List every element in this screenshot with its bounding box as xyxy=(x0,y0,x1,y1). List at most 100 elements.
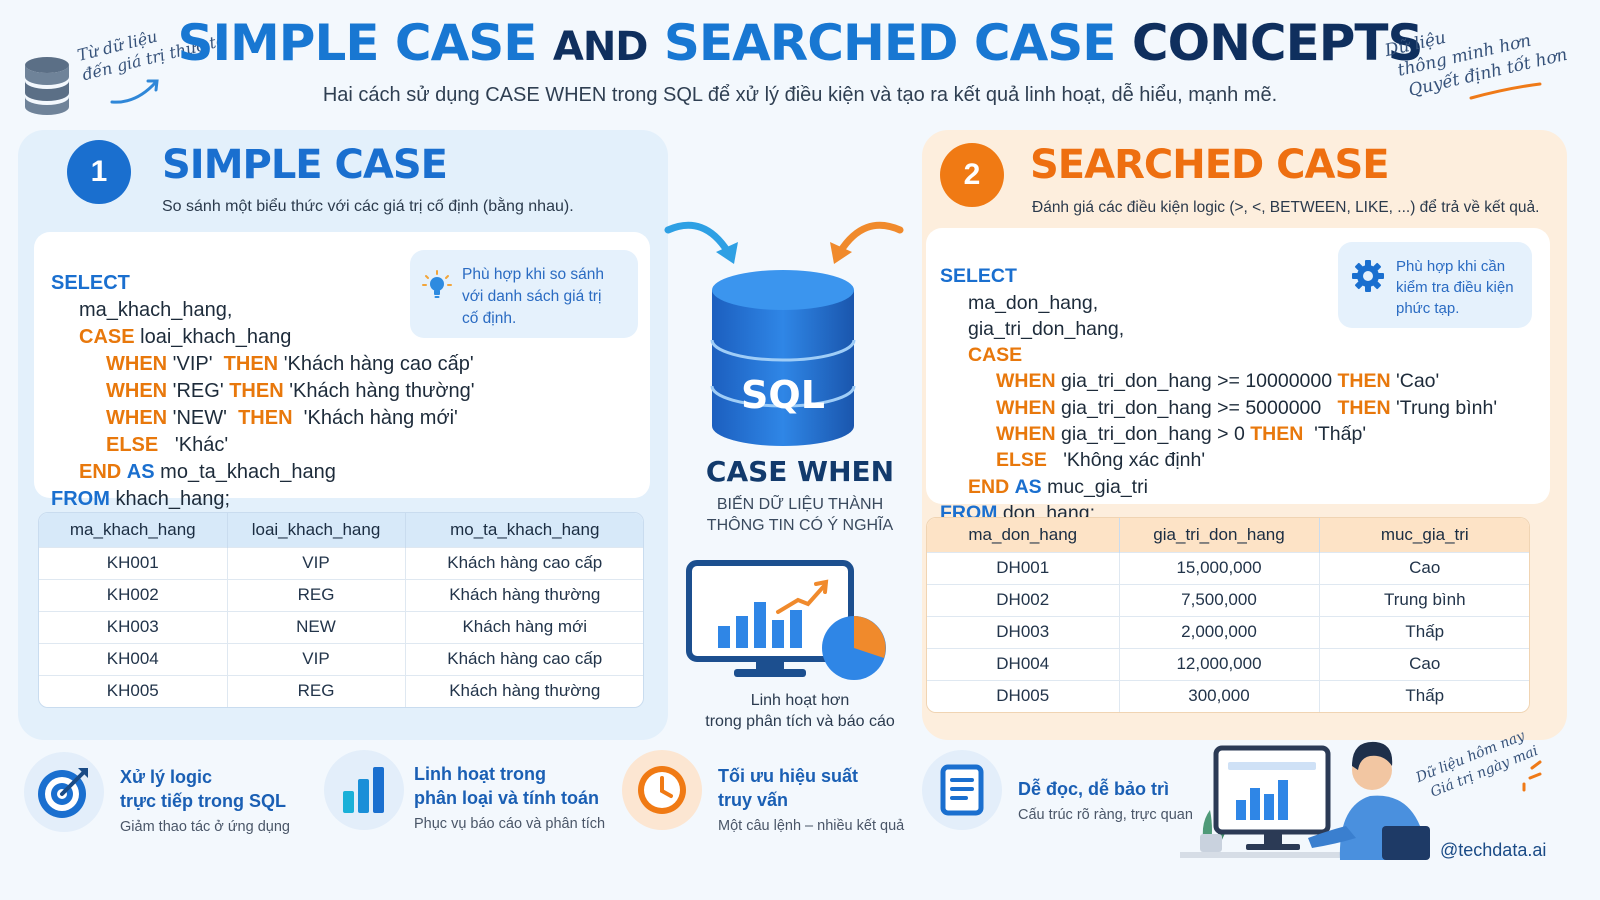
table-cell: Trung bình xyxy=(1319,583,1529,616)
kw-end: END xyxy=(968,475,1010,498)
bar-chart-icon xyxy=(343,767,384,813)
feature-desc: Một câu lệnh – nhiều kết quả xyxy=(718,818,905,834)
table-cell: Khách hàng mới xyxy=(405,610,643,643)
sparkle-lines-icon xyxy=(1522,760,1542,792)
searched-case-number-badge: 2 xyxy=(940,143,1004,207)
table-cell: 2,000,000 xyxy=(1119,615,1320,648)
table-cell: DH001 xyxy=(927,551,1120,584)
table-cell: DH003 xyxy=(927,615,1120,648)
kw-as: AS xyxy=(1014,475,1042,498)
table-cell: 300,000 xyxy=(1119,679,1320,712)
code-token: 'REG' xyxy=(172,380,224,402)
code-token: 'VIP' xyxy=(172,353,213,375)
page-title: SIMPLE CASE AND SEARCHED CASE CONCEPTS xyxy=(0,14,1600,72)
searched-case-desc: Đánh giá các điều kiện logic (>, <, BETW… xyxy=(1032,199,1540,216)
feature-icon-circle xyxy=(622,750,702,830)
table-cell: KH003 xyxy=(39,610,228,643)
kw-then: THEN xyxy=(1337,370,1391,393)
kw-when: WHEN xyxy=(996,370,1056,393)
kw-then: THEN xyxy=(229,380,284,402)
kw-then: THEN xyxy=(1250,423,1304,446)
case-when-desc: BIẾN DỮ LIỆU THÀNH THÔNG TIN CÓ Ý NGHĨA xyxy=(680,494,920,536)
table-cell: REG xyxy=(227,578,406,611)
table-cell: 15,000,000 xyxy=(1119,551,1320,584)
table-cell: KH005 xyxy=(39,674,228,707)
feature-title: Xử lý logic xyxy=(120,767,213,787)
kw-when: WHEN xyxy=(106,353,168,375)
case-desc-line: THÔNG TIN CÓ Ý NGHĨA xyxy=(706,517,894,534)
feature-title: Dễ đọc, dễ bảo trì xyxy=(1018,779,1170,799)
table-header: ma_khach_hang xyxy=(39,513,228,547)
code-token: 'Không xác định' xyxy=(1063,449,1206,472)
table-header: gia_tri_don_hang xyxy=(1119,518,1320,552)
kw-then: THEN xyxy=(1337,396,1391,419)
kw-from: FROM xyxy=(51,488,110,510)
kw-then: THEN xyxy=(238,407,293,429)
sql-label: SQL xyxy=(741,373,825,417)
table-cell: Khách hàng thường xyxy=(405,578,643,611)
table-cell: VIP xyxy=(227,642,406,675)
table-cell: REG xyxy=(227,674,406,707)
flex-line: trong phân tích và báo cáo xyxy=(705,713,895,730)
kw-when: WHEN xyxy=(996,423,1056,446)
code-token: khach_hang; xyxy=(115,488,230,510)
feature-icon-circle xyxy=(324,750,404,830)
feature-title: phân loại và tính toán xyxy=(414,788,600,808)
table-cell: Khách hàng cao cấp xyxy=(405,642,643,675)
feature-performance: Tối ưu hiệu suất truy vấn Một câu lệnh –… xyxy=(718,764,904,834)
feature-icon-circle xyxy=(24,752,104,832)
feature-title: trực tiếp trong SQL xyxy=(120,791,287,811)
kw-then: THEN xyxy=(223,353,279,375)
code-token: 'Khác' xyxy=(174,434,229,456)
code-token: 'Cao' xyxy=(1396,370,1440,393)
kw-else: ELSE xyxy=(996,449,1047,472)
kw-when: WHEN xyxy=(996,396,1056,419)
underline-stroke-icon xyxy=(1469,82,1542,100)
simple-case-result-table: ma_khach_hang loai_khach_hang mo_ta_khac… xyxy=(38,512,644,708)
lightbulb-icon xyxy=(422,270,452,298)
title-concepts: CONCEPTS xyxy=(1131,14,1424,72)
simple-case-tip: Phù hợp khi so sánh với danh sách giá tr… xyxy=(410,250,638,338)
table-cell: KH002 xyxy=(39,578,228,611)
code-line: ma_khach_hang, xyxy=(79,299,233,321)
table-cell: KH001 xyxy=(39,546,228,579)
table-cell: NEW xyxy=(227,610,406,643)
feature-icon-circle xyxy=(922,750,1002,830)
tip-text: Phù hợp khi so sánh với danh sách giá tr… xyxy=(462,266,605,327)
simple-case-title: SIMPLE CASE xyxy=(162,142,448,188)
code-token: 'Khách hàng thường' xyxy=(289,380,475,402)
flex-line: Linh hoạt hơn xyxy=(750,692,850,709)
kw-when: WHEN xyxy=(106,407,168,429)
feature-desc: Cấu trúc rõ ràng, trực quan xyxy=(1018,807,1193,823)
table-cell: Thấp xyxy=(1319,679,1529,712)
feature-readable: Dễ đọc, dễ bảo trì Cấu trúc rõ ràng, trự… xyxy=(1018,777,1193,823)
table-header: mo_ta_khach_hang xyxy=(405,513,643,547)
kw-end: END xyxy=(79,461,122,483)
case-when-label: CASE WHEN xyxy=(705,455,895,488)
feature-flexible: Linh hoạt trong phân loại và tính toán P… xyxy=(414,762,605,832)
table-cell: 12,000,000 xyxy=(1119,647,1320,680)
title-simple-case: SIMPLE CASE xyxy=(177,14,537,72)
sql-database-icon: SQL xyxy=(710,270,856,446)
code-token: 'Trung bình' xyxy=(1396,396,1498,419)
table-cell: 7,500,000 xyxy=(1119,583,1320,616)
simple-case-number-badge: 1 xyxy=(67,140,131,204)
feature-logic: Xử lý logic trực tiếp trong SQL Giảm tha… xyxy=(120,765,290,835)
table-cell: Cao xyxy=(1319,551,1529,584)
searched-case-tip: Phù hợp khi cần kiểm tra điều kiện phức … xyxy=(1338,242,1532,328)
table-header-row: ma_khach_hang loai_khach_hang mo_ta_khac… xyxy=(39,513,643,547)
code-line: gia_tri_don_hang, xyxy=(968,317,1125,340)
searched-case-result-table: ma_don_hang gia_tri_don_hang muc_gia_tri… xyxy=(926,517,1530,713)
page-subtitle: Hai cách sử dụng CASE WHEN trong SQL để … xyxy=(322,84,1278,106)
target-icon xyxy=(38,768,88,818)
